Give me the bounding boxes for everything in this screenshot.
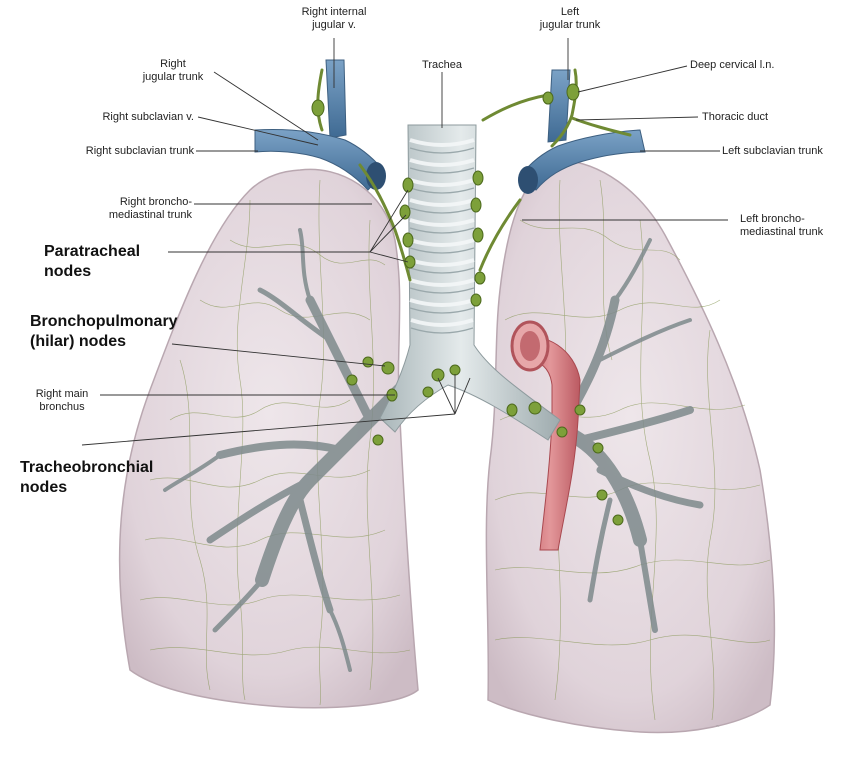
paratracheal-node — [399, 204, 411, 220]
bronchopulmonary-node — [372, 434, 384, 446]
paratracheal-node — [402, 177, 414, 193]
label-right-bronchomediastinal: Right broncho- mediastinal trunk — [108, 196, 192, 221]
paratracheal-node — [470, 293, 482, 307]
label-right-main-bronchus: Right main bronchus — [35, 388, 89, 413]
bronchopulmonary-node — [592, 442, 604, 454]
paratracheal-node — [472, 227, 484, 243]
bronchopulmonary-node — [346, 374, 358, 386]
label-tracheobronchial-nodes: Tracheobronchial nodes — [20, 459, 154, 496]
leader-lines — [81, 38, 728, 446]
label-right-subclavian-vein: Right subclavian v. — [102, 111, 194, 123]
bronchopulmonary-node — [528, 401, 542, 415]
tracheal-rings — [409, 138, 475, 327]
left-jugular-node — [542, 91, 554, 105]
descending-aorta — [519, 336, 581, 551]
right-lung — [118, 168, 419, 709]
tracheobronchial-node — [431, 368, 445, 382]
left-brachiocephalic-cut — [518, 166, 538, 194]
tracheobronchial-node — [449, 364, 461, 376]
artist-signature: ~ — [716, 724, 720, 730]
paratracheal-node — [402, 232, 414, 248]
paratracheal-node — [474, 271, 486, 285]
paratracheal-node — [470, 197, 482, 213]
bronchopulmonary-node — [596, 489, 608, 501]
left-internal-jugular-vein — [547, 69, 571, 143]
label-paratracheal-nodes: Paratracheal nodes — [44, 243, 141, 280]
bronchopulmonary-node — [556, 426, 568, 438]
label-trachea: Trachea — [422, 59, 462, 71]
label-left-bronchomediastinal: Left broncho- mediastinal trunk — [740, 213, 824, 238]
bronchopulmonary-node — [381, 361, 395, 375]
label-right-jugular-trunk: Right jugular trunk — [142, 58, 204, 83]
label-right-internal-jugular: Right internal jugular v. — [301, 6, 367, 31]
paratracheal-node — [404, 255, 416, 269]
veins — [254, 59, 646, 194]
bronchopulmonary-node — [612, 514, 624, 526]
aortic-lumen — [520, 331, 540, 361]
bronchopulmonary-node — [506, 403, 518, 417]
lymph-nodes — [311, 83, 624, 526]
deep-cervical-node-left — [566, 83, 580, 101]
label-deep-cervical: Deep cervical l.n. — [690, 59, 775, 71]
right-bronchial-tree — [163, 228, 407, 672]
label-right-subclavian-trunk: Right subclavian trunk — [85, 145, 194, 157]
right-internal-jugular-vein — [325, 59, 347, 139]
label-thoracic-duct: Thoracic duct — [702, 111, 769, 123]
tracheal-ring-shadows — [409, 147, 475, 334]
paratracheal-node — [472, 170, 484, 186]
label-bronchopulmonary-nodes: Bronchopulmonary (hilar) nodes — [30, 313, 178, 350]
label-left-subclavian-trunk: Left subclavian trunk — [722, 145, 823, 157]
bronchopulmonary-node — [574, 404, 586, 416]
tracheobronchial-node — [422, 386, 434, 398]
bronchopulmonary-node — [362, 356, 374, 368]
deep-cervical-node-right — [311, 99, 325, 117]
left-lung — [485, 159, 776, 734]
label-left-jugular-trunk: Left jugular trunk — [539, 6, 601, 31]
